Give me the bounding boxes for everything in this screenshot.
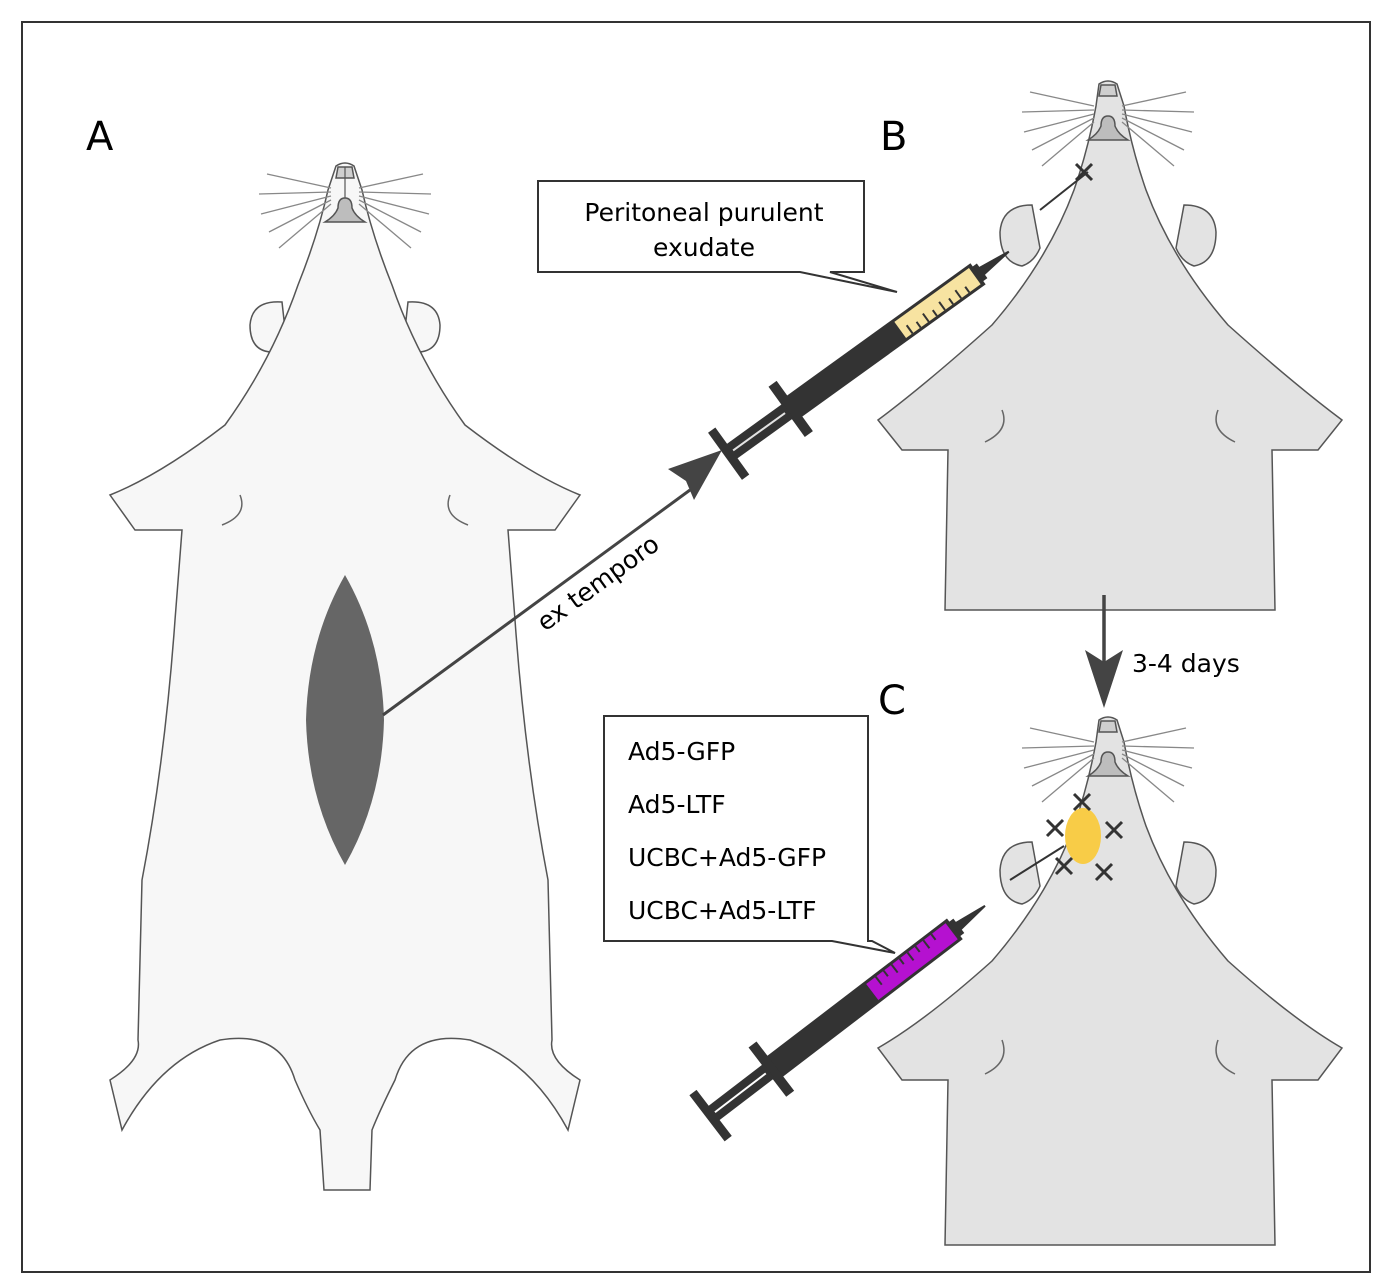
donor-rat: [108, 162, 582, 1191]
panel-label-b: B: [880, 114, 907, 160]
abscess: [1065, 808, 1101, 864]
recipient-b-body: [876, 80, 1344, 611]
recipient-b-ear-right: [1175, 204, 1217, 267]
figure-frame: [21, 21, 1371, 1273]
treatment-option-2: Ad5-LTF: [628, 790, 726, 819]
transfer-arrow: [382, 450, 722, 717]
exudate-fill: [894, 268, 981, 339]
recipient-b-ear-left: [999, 204, 1041, 267]
interval-arrow: [1085, 595, 1123, 708]
transfer-label: ex temporo: [531, 529, 664, 637]
donor-nose: [324, 166, 366, 223]
panel-label-a: A: [86, 114, 114, 160]
recipient-b-foreleg-left: [984, 409, 1005, 443]
treatment-option-1: Ad5-GFP: [628, 737, 735, 766]
recipient-c-foreleg-right: [1215, 1039, 1236, 1075]
recipient-b-foreleg-right: [1215, 409, 1236, 443]
injection-site-mark: [1074, 162, 1094, 182]
abdominal-incision: [306, 575, 384, 865]
exudate-label-line2: exudate: [653, 233, 755, 262]
interval-label: 3-4 days: [1132, 649, 1240, 678]
treatment-option-4: UCBC+Ad5-LTF: [628, 896, 816, 925]
treatment-fill: [866, 923, 958, 1000]
exudate-label-line1: Peritoneal purulent: [584, 198, 823, 227]
donor-foreleg-right: [447, 494, 469, 526]
recipient-rat-b: [876, 80, 1344, 611]
treatment-injection-marks: [1045, 792, 1124, 882]
donor-foreleg-left: [221, 494, 243, 526]
exudate-syringe: [708, 171, 1089, 480]
panel-label-c: C: [878, 678, 906, 724]
treatment-syringe: [689, 845, 1065, 1142]
treatment-callout: Ad5-GFP Ad5-LTF UCBC+Ad5-GFP UCBC+Ad5-LT…: [603, 715, 896, 954]
treatment-option-3: UCBC+Ad5-GFP: [628, 843, 826, 872]
recipient-c-ear-right: [1175, 841, 1217, 905]
recipient-c-foreleg-left: [984, 1039, 1005, 1075]
recipient-rat-c: [876, 716, 1344, 1246]
recipient-c-body: [876, 716, 1344, 1246]
exudate-callout: Peritoneal purulent exudate: [537, 180, 898, 293]
